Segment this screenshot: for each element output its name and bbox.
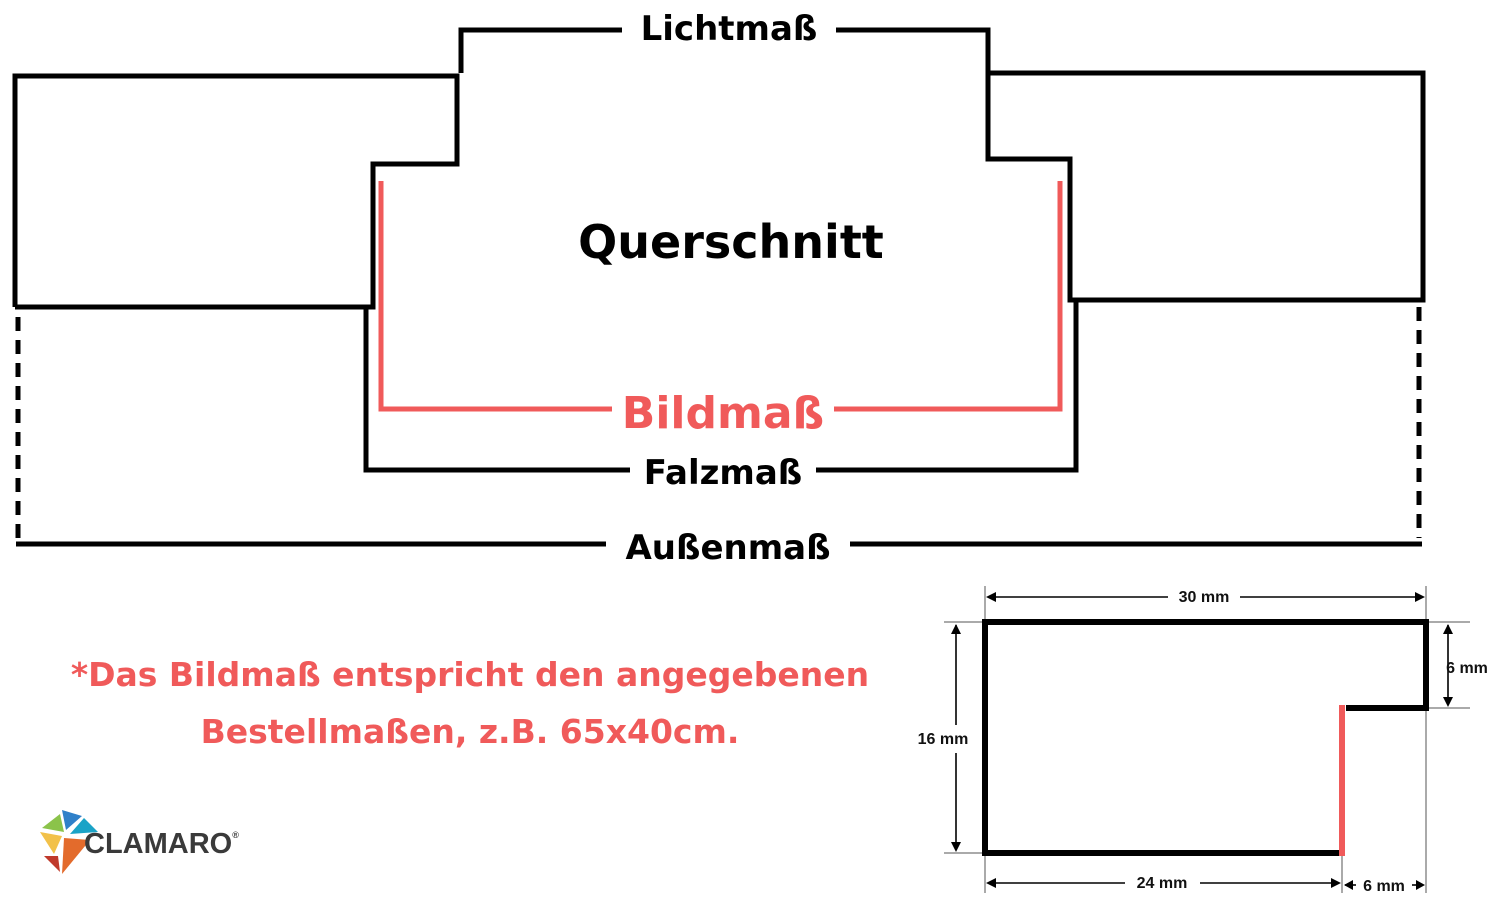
falzmass-bracket-right	[816, 300, 1079, 473]
profile-detail: 30 mm 16 mm 6 mm 24 mm 6 mm	[918, 586, 1488, 895]
arrow-height-left-bottom	[951, 842, 961, 852]
falzmass-bracket-left	[363, 307, 630, 473]
lichtmass-label: Lichtmaß	[641, 9, 818, 49]
dim-label-height-left: 16 mm	[918, 731, 969, 748]
dim-label-width-bottom: 24 mm	[1137, 875, 1188, 892]
lichtmass-bracket-right	[836, 27, 991, 73]
dim-label-width-top: 30 mm	[1179, 589, 1230, 606]
clamaro-logo: CLAMARO®	[40, 806, 240, 880]
profile-outline	[982, 619, 1429, 856]
falzmass-label: Falzmaß	[644, 453, 802, 493]
bildmass-bracket-right	[834, 181, 1063, 412]
arrow-height-left-top	[951, 624, 961, 634]
aussenmass-dashed-sides	[15, 307, 1422, 540]
arrow-width-bottom-left	[986, 878, 996, 888]
clamaro-logo-mark-icon	[40, 810, 98, 874]
querschnitt-title: Querschnitt	[578, 215, 884, 269]
bildmass-bracket	[378, 181, 1063, 412]
arrow-width-top-right	[1415, 592, 1425, 602]
dim-label-rebate-height: 6 mm	[1446, 660, 1488, 677]
dim-label-rebate-width: 6 mm	[1363, 878, 1405, 895]
right-frame-profile	[985, 70, 1426, 303]
left-frame-profile	[12, 73, 460, 310]
aussenmass-label: Außenmaß	[625, 528, 830, 568]
arrow-rebate-height-bottom	[1443, 697, 1453, 707]
clamaro-logo-text: CLAMARO®	[84, 828, 239, 860]
bildmass-note-line1: *Das Bildmaß entspricht den angegebenen	[70, 655, 870, 694]
bildmass-label: Bildmaß	[622, 388, 824, 439]
arrow-width-bottom-right	[1331, 878, 1341, 888]
arrow-rebate-width-right	[1416, 880, 1425, 890]
arrow-width-top-left	[986, 592, 996, 602]
cross-section	[12, 27, 1426, 547]
arrow-rebate-height-top	[1443, 624, 1453, 634]
bildmass-note: *Das Bildmaß entspricht den angegebenen …	[20, 646, 920, 760]
arrow-rebate-width-left	[1344, 880, 1353, 890]
bildmass-bracket-left	[378, 181, 612, 412]
lichtmass-bracket-left	[458, 27, 622, 73]
bildmass-note-line2: Bestellmaßen, z.B. 65x40cm.	[200, 712, 740, 751]
